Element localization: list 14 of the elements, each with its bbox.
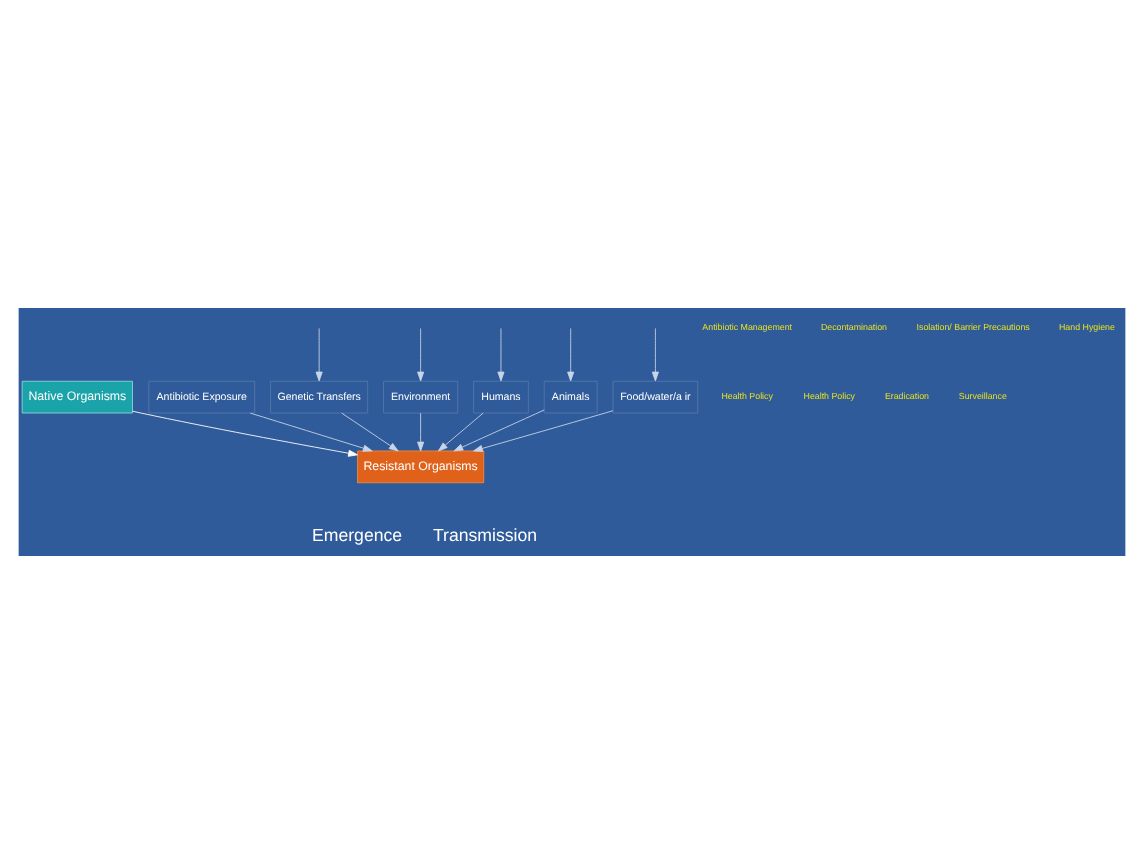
- arrow: [315, 327, 323, 382]
- arrow: [651, 327, 659, 382]
- arrow: [341, 412, 399, 452]
- label: Emergence: [312, 525, 403, 545]
- arrow: [497, 327, 505, 382]
- arrow: [417, 412, 425, 452]
- arrow: [249, 412, 373, 452]
- arrow: [453, 409, 545, 452]
- arrow: [417, 327, 425, 382]
- arrow: [473, 410, 614, 452]
- arrow: [132, 410, 358, 457]
- arrow: [438, 412, 484, 452]
- label: Transmission: [432, 525, 538, 545]
- arrow: [567, 327, 575, 382]
